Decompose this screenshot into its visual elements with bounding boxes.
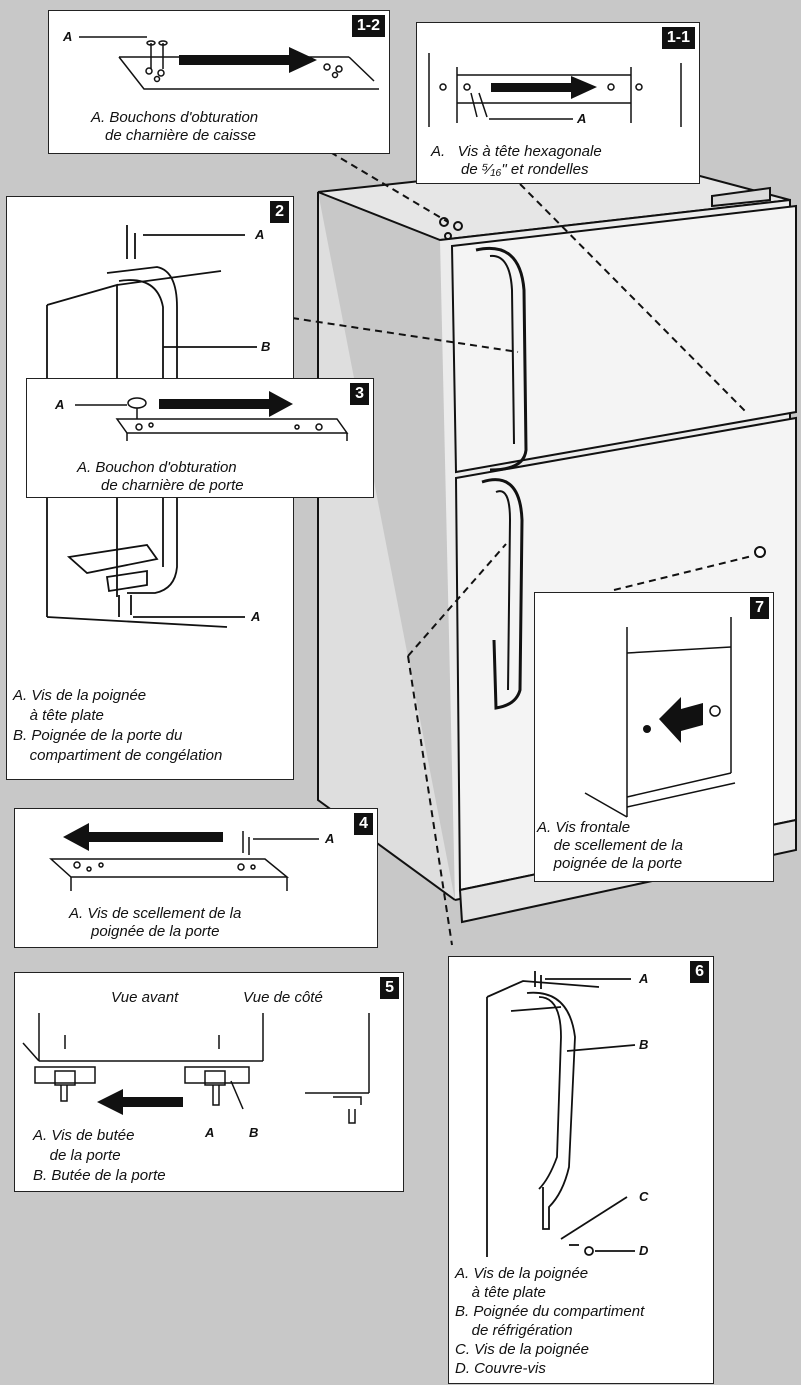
panel-badge: 2 — [270, 201, 289, 223]
panel-badge: 6 — [690, 961, 709, 983]
label-b: B — [639, 1037, 649, 1052]
label-b: B — [261, 339, 271, 354]
panel-6: 6 A B C D A. Vis de la poignée à tête pl… — [448, 956, 714, 1384]
panel-badge: 5 — [380, 977, 399, 999]
caption-line-6: D. Couvre-vis — [455, 1360, 546, 1377]
panel-badge: 4 — [354, 813, 373, 835]
caption-line-2: de la porte — [33, 1147, 121, 1164]
caption-line-5: C. Vis de la poignée — [455, 1341, 589, 1358]
label-a: A — [577, 111, 587, 126]
label-c: C — [639, 1189, 649, 1204]
caption-line-3: B. Poignée de la porte du — [13, 727, 183, 744]
caption-line-1: A. Vis de la poignée — [455, 1265, 589, 1282]
hex-screw-diagram — [428, 53, 682, 127]
panel-badge: 7 — [750, 597, 769, 619]
door-hinge-plug-diagram — [75, 391, 349, 441]
label-a: A — [205, 1125, 215, 1140]
caption-line-2: poignée de la porte — [91, 923, 220, 940]
caption-line-1: A. Bouchon d'obturation — [77, 459, 237, 476]
caption-line-1: A. Vis de butée — [33, 1127, 135, 1144]
caption-line-4: compartiment de congélation — [13, 747, 223, 764]
caption-line-1: A. Bouchons d'obturation — [91, 109, 259, 126]
caption-line-2: de scellement de la — [537, 837, 683, 854]
caption-line-1: A. Vis frontale — [537, 819, 631, 836]
caption-line-2: de ⁵⁄₁₆" et rondelles — [461, 161, 589, 178]
caption-line-3: poignée de la porte — [537, 855, 683, 872]
caption-line-2: de charnière de porte — [101, 477, 244, 494]
panel-badge: 3 — [350, 383, 369, 405]
label-a-top: A — [255, 227, 265, 242]
caption-line-2: de charnière de caisse — [105, 127, 256, 144]
caption-line-4: de réfrigération — [455, 1322, 573, 1339]
label-d: D — [639, 1243, 649, 1258]
caption-line-1: A. Vis de la poignée — [13, 687, 147, 704]
panel-1-2: 1-2 A A. Bouchons d'obturation de charni… — [48, 10, 390, 154]
label-a: A — [325, 831, 335, 846]
panel-4: 4 A A. Vis de scellement de la poignée d… — [14, 808, 378, 948]
caption-line-1: A. Vis de scellement de la — [69, 905, 242, 922]
label-a-bottom: A — [251, 609, 261, 624]
fridge-handle-diagram — [486, 971, 636, 1257]
caption-line-2: à tête plate — [455, 1284, 546, 1301]
panel-3: 3 A A. Bouchon d'obturation de charnière… — [26, 378, 374, 498]
caption-line-2: à tête plate — [13, 707, 104, 724]
caption-line-1: A. Vis à tête hexagonale — [431, 143, 602, 160]
label-b: B — [249, 1125, 259, 1140]
view-side-label: Vue de côté — [243, 989, 323, 1006]
panel-badge: 1-1 — [661, 27, 695, 49]
seal-screw-diagram — [49, 823, 319, 891]
caption-line-3: B. Poignée du compartiment — [455, 1303, 645, 1320]
front-seal-screw-diagram — [584, 617, 736, 818]
panel-7: 7 A. Vis frontale de scellement de la po… — [534, 592, 774, 882]
door-stop-diagram — [22, 1013, 370, 1124]
caption-line-3: B. Butée de la porte — [33, 1167, 166, 1184]
panel-badge: 1-2 — [351, 15, 385, 37]
panel-5: 5 Vue avant Vue de côté A B A. Vis de bu… — [14, 972, 404, 1192]
view-front-label: Vue avant — [111, 989, 179, 1006]
hinge-plug-diagram — [79, 36, 379, 90]
label-a: A — [63, 29, 73, 44]
label-a: A — [639, 971, 649, 986]
label-a: A — [55, 397, 65, 412]
panel-1-1: 1-1 A A. Vis à tête hexagonale de ⁵⁄₁₆" … — [416, 22, 700, 184]
